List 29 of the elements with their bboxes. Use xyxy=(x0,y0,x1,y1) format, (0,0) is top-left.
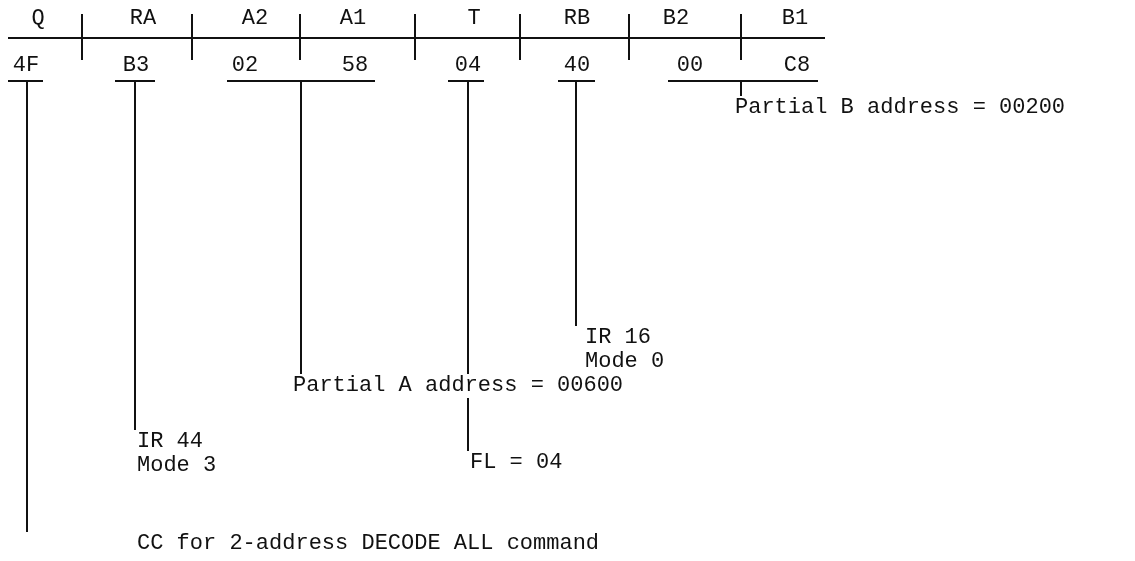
leader-line xyxy=(300,81,302,375)
hex-value: 00 xyxy=(675,54,705,79)
leader-line xyxy=(467,81,469,452)
hex-value: B3 xyxy=(121,54,151,79)
hex-value: 02 xyxy=(230,54,260,79)
leader-line xyxy=(26,81,28,533)
field-name: Q xyxy=(30,7,46,32)
underline-bar xyxy=(115,80,155,82)
underline-bar xyxy=(227,80,375,82)
field-name: B2 xyxy=(661,7,691,32)
hex-value: 40 xyxy=(562,54,592,79)
leader-line xyxy=(134,81,136,431)
underline-bar xyxy=(668,80,818,82)
field-name: A1 xyxy=(338,7,368,32)
hex-value: 04 xyxy=(453,54,483,79)
field-name: RB xyxy=(562,7,592,32)
leader-line xyxy=(575,81,577,327)
field-name: RA xyxy=(128,7,158,32)
field-name: A2 xyxy=(240,7,270,32)
field-name: T xyxy=(466,7,482,32)
hex-value: 58 xyxy=(340,54,370,79)
underline-bar xyxy=(448,80,484,82)
annotation-text: Partial A address = 00600 xyxy=(293,374,624,399)
field-name: B1 xyxy=(780,7,810,32)
underline-bar xyxy=(8,80,43,82)
hex-value: 4F xyxy=(11,54,41,79)
hex-value: C8 xyxy=(782,54,812,79)
leader-line xyxy=(740,81,742,97)
underline-bar xyxy=(558,80,595,82)
